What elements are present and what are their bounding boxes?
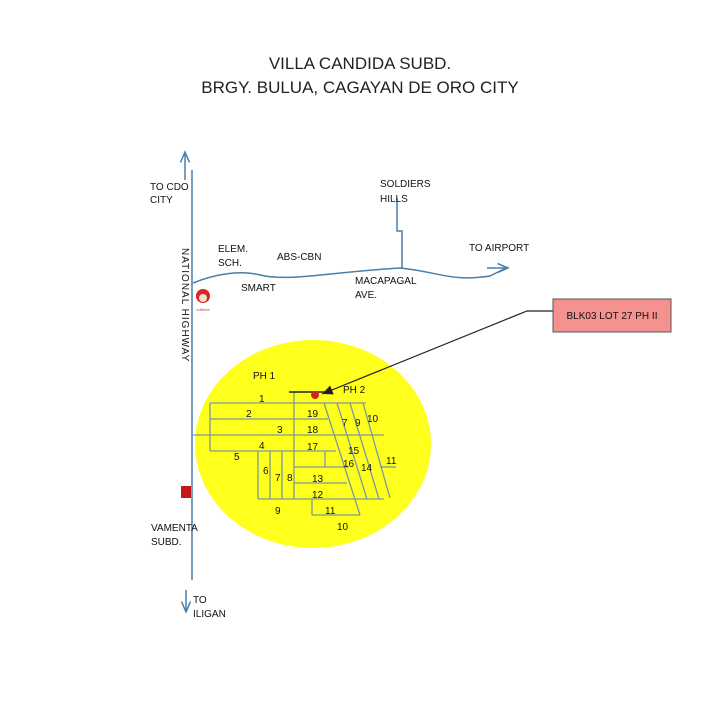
to-cdo-label: TO CDO	[150, 182, 189, 193]
block-label: 2	[246, 409, 252, 420]
elem-school-label: ELEM.	[218, 244, 248, 255]
to-airport-label: TO AIRPORT	[469, 243, 529, 254]
lot-location-marker	[311, 391, 319, 399]
block-label: 19	[307, 409, 319, 420]
jollibee-logo-icon: Jollibee	[196, 289, 211, 312]
block-numbers: 1 2 3 4 5 6 7 8 9 19 18 17 13 12 11 10 7…	[234, 394, 397, 533]
subdivision-area	[195, 340, 431, 548]
block-label: 18	[307, 425, 319, 436]
to-iligan-label-2: ILIGAN	[193, 609, 226, 620]
to-cdo-label-2: CITY	[150, 195, 173, 206]
block-label: 11	[386, 456, 397, 467]
bank-logo-icon	[181, 486, 191, 498]
macapagal-label-2: AVE.	[355, 290, 377, 301]
map-subtitle: BRGY. BULUA, CAGAYAN DE ORO CITY	[201, 78, 518, 97]
vamenta-label-2: SUBD.	[151, 537, 182, 548]
to-iligan-label: TO	[193, 595, 207, 606]
soldiers-hills-road	[396, 198, 403, 268]
block-label: 8	[287, 473, 293, 484]
soldiers-hills-label-2: HILLS	[380, 194, 408, 205]
callout-pointer-arrow	[321, 310, 553, 395]
block-label: 6	[263, 466, 269, 477]
block-label: 7	[275, 473, 281, 484]
lot-lines	[193, 391, 396, 516]
national-highway-label: NATIONAL HIGHWAY	[179, 248, 190, 362]
block-label: 17	[307, 442, 319, 453]
block-label: 15	[348, 446, 360, 457]
block-label: 7	[342, 418, 348, 429]
block-label: 10	[337, 522, 349, 533]
elem-school-label-2: SCH.	[218, 258, 242, 269]
block-label: 1	[259, 394, 265, 405]
vamenta-label: VAMENTA	[151, 523, 198, 534]
block-label: 9	[275, 506, 281, 517]
map-title: VILLA CANDIDA SUBD.	[269, 54, 451, 73]
phase-1-label: PH 1	[253, 371, 276, 382]
block-label: 3	[277, 425, 283, 436]
block-label: 11	[325, 506, 336, 517]
soldiers-hills-label: SOLDIERS	[380, 179, 431, 190]
block-label: 5	[234, 452, 240, 463]
callout-box	[552, 298, 672, 333]
block-label: 12	[312, 490, 324, 501]
block-label: 16	[343, 459, 355, 470]
block-label: 13	[312, 474, 324, 485]
svg-text:Jollibee: Jollibee	[196, 307, 210, 312]
smart-label: SMART	[241, 283, 276, 294]
abs-cbn-label: ABS-CBN	[277, 252, 321, 263]
macapagal-avenue-road	[192, 266, 509, 284]
macapagal-label: MACAPAGAL	[355, 276, 417, 287]
block-label: 9	[355, 418, 361, 429]
callout-label: BLK03 LOT 27 PH II	[567, 311, 658, 322]
phase-2-label: PH 2	[343, 385, 366, 396]
block-label: 14	[361, 463, 373, 474]
block-label: 10	[367, 414, 379, 425]
block-label: 4	[259, 441, 265, 452]
